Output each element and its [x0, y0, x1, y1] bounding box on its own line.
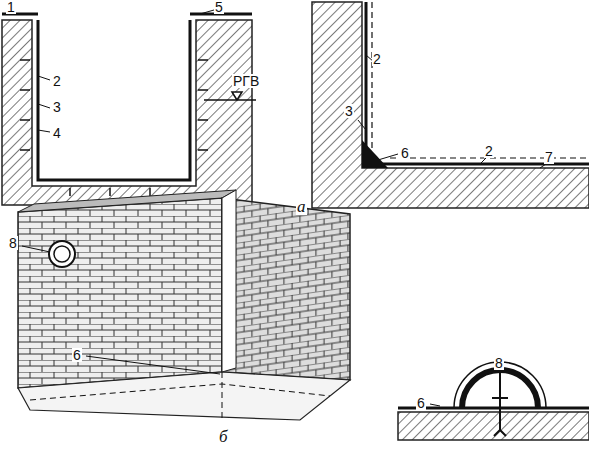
- callout-number: 8: [494, 356, 504, 370]
- slab-section: [398, 412, 589, 440]
- protection-layer: [372, 2, 589, 158]
- callout-number: 6: [72, 348, 82, 362]
- leaders-a: [12, 10, 214, 132]
- callout-number: 2: [52, 74, 62, 88]
- callout-number: 1: [6, 0, 16, 14]
- wall-section: [312, 2, 589, 208]
- slab-insulation: [398, 407, 589, 410]
- callout-number: 6: [400, 146, 410, 160]
- callout-number: РГВ: [232, 74, 260, 88]
- callout-number: 8: [8, 236, 18, 250]
- left-brick-wall: [18, 198, 222, 388]
- ground: [2, 20, 252, 205]
- callout-number: 7: [544, 150, 554, 164]
- waterproofing-layer: [38, 20, 190, 180]
- left-wall-top: [18, 190, 236, 212]
- floor-joint: [30, 372, 330, 420]
- callout-number: 6: [416, 396, 426, 410]
- pressure-marks: [20, 60, 208, 196]
- insulation: [366, 2, 589, 164]
- panel-letter: б: [218, 428, 229, 445]
- corner-column: [222, 190, 236, 372]
- callout-number: 2: [484, 144, 494, 158]
- leaders-d: [430, 372, 500, 406]
- leaders-r: [358, 55, 546, 168]
- callout-number: 2: [372, 52, 382, 66]
- pipe-sleeve: [49, 241, 75, 267]
- callout-number: 3: [344, 104, 354, 118]
- water-level-mark: [204, 92, 256, 100]
- callout-number: 3: [52, 100, 62, 114]
- fillet: [362, 140, 388, 168]
- panel-letter: а: [296, 198, 307, 215]
- callout-number: 4: [52, 126, 62, 140]
- leaders-b: [22, 246, 220, 374]
- callout-number: 5: [214, 0, 224, 14]
- right-brick-wall: [222, 198, 350, 380]
- floor-strips: [18, 372, 350, 420]
